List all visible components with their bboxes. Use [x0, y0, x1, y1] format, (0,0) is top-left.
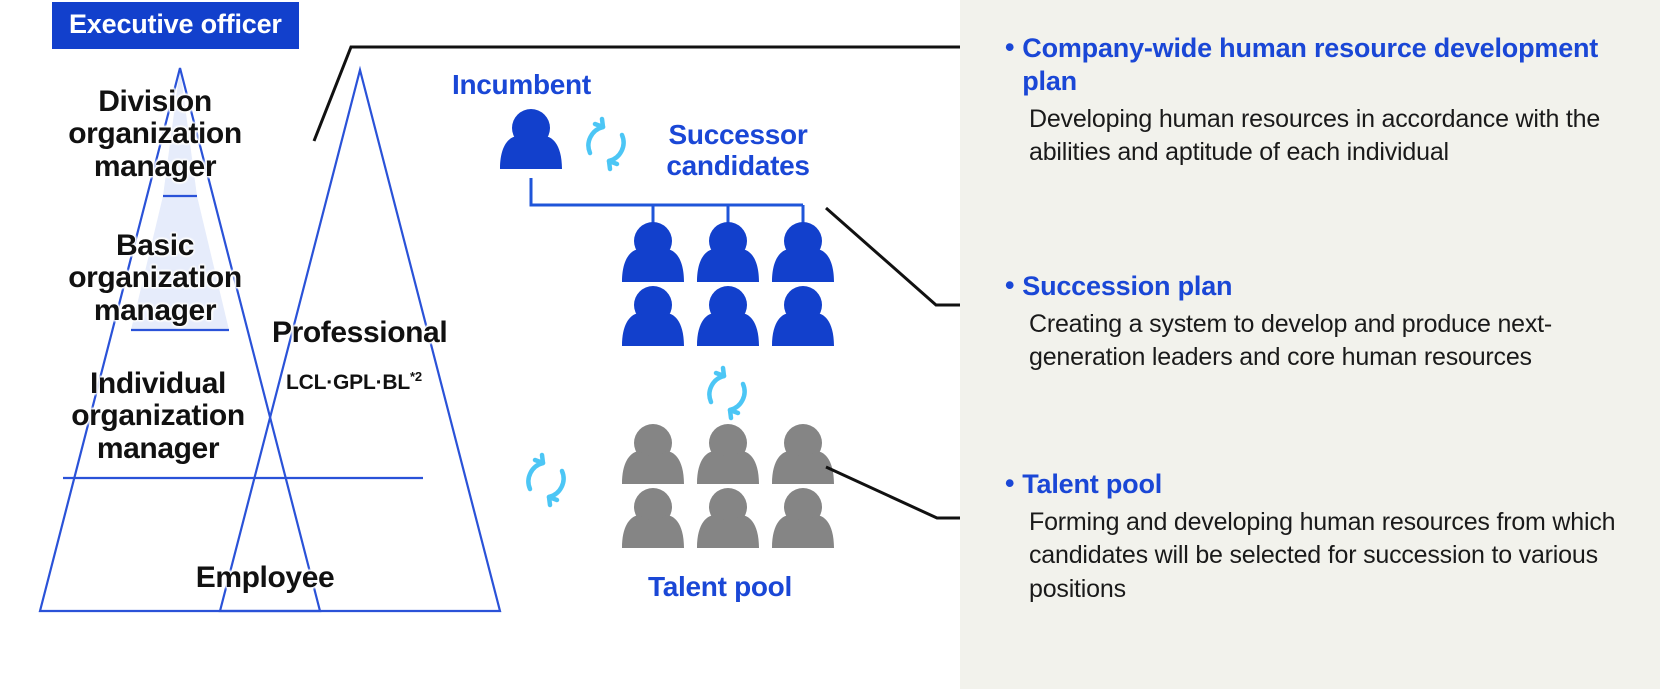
bullet-icon: • — [1005, 32, 1015, 62]
pyramid-band-basic-fill — [131, 196, 229, 330]
successor-candidates-group — [622, 222, 834, 346]
successor-person-icon — [772, 222, 834, 282]
info-item-title: Talent pool — [1022, 469, 1163, 499]
info-item-body: Creating a system to develop and produce… — [1029, 309, 1553, 372]
cycle-arrow-icon-successor-pool — [709, 368, 744, 418]
talent-pool-person-icon — [697, 488, 759, 548]
pyramid-band-division-fill — [163, 68, 197, 196]
info-item-development-plan: • Company-wide human resource developmen… — [1005, 32, 1645, 170]
info-item-title: Company-wide human resource development … — [1022, 33, 1599, 96]
leader-line-succession-plan — [825, 206, 960, 307]
professional-pyramid-outline — [218, 65, 502, 613]
pyramid-outline — [38, 67, 322, 613]
pyramid-label-professional: Professional — [272, 316, 448, 349]
talent-pool-person-icon — [622, 424, 684, 484]
talent-pool-person-icon — [772, 488, 834, 548]
executive-officer-badge: Executive officer — [52, 2, 299, 49]
pyramid-label-employee: Employee — [195, 561, 335, 594]
info-item-title: Succession plan — [1022, 271, 1233, 301]
info-item-heading: • Succession plan — [1005, 270, 1645, 303]
cycle-arrow-icon-pyramid-pool — [528, 455, 563, 505]
talent-pool-group — [622, 424, 834, 548]
successor-person-icon — [772, 286, 834, 346]
info-item-talent-pool: • Talent pool Forming and developing hum… — [1005, 468, 1645, 606]
bullet-icon: • — [1005, 270, 1015, 300]
talent-pool-label: Talent pool — [648, 571, 792, 602]
cycle-arrow-icon-incumbent — [588, 119, 623, 169]
successor-person-icon — [697, 222, 759, 282]
info-item-heading: • Company-wide human resource developmen… — [1005, 32, 1645, 98]
info-item-succession-plan: • Succession plan Creating a system to d… — [1005, 270, 1645, 375]
incumbent-person-icon — [500, 109, 562, 169]
leader-lines — [312, 45, 960, 520]
incumbent-label: Incumbent — [452, 69, 591, 100]
professional-pyramid — [218, 65, 502, 613]
leader-line-development-plan — [312, 45, 960, 142]
succession-connector — [529, 178, 805, 228]
info-item-heading: • Talent pool — [1005, 468, 1645, 501]
successor-person-icon — [697, 286, 759, 346]
professional-sub-text: LCL·GPL·BL — [286, 371, 410, 394]
bullet-icon: • — [1005, 468, 1015, 498]
successor-person-icon — [622, 222, 684, 282]
management-pyramid — [38, 67, 322, 613]
successor-person-icon — [622, 286, 684, 346]
talent-pool-person-icon — [697, 424, 759, 484]
info-panel-background — [960, 0, 1660, 689]
info-item-body: Forming and developing human resources f… — [1029, 507, 1616, 603]
professional-footnote-marker: *2 — [409, 369, 422, 384]
talent-pool-person-icon — [622, 488, 684, 548]
talent-pool-person-icon — [772, 424, 834, 484]
leader-line-talent-pool — [825, 465, 960, 520]
pyramid-label-professional-sub: LCL·GPL·BL*2 — [286, 369, 476, 395]
info-item-body: Developing human resources in accordance… — [1029, 104, 1601, 167]
